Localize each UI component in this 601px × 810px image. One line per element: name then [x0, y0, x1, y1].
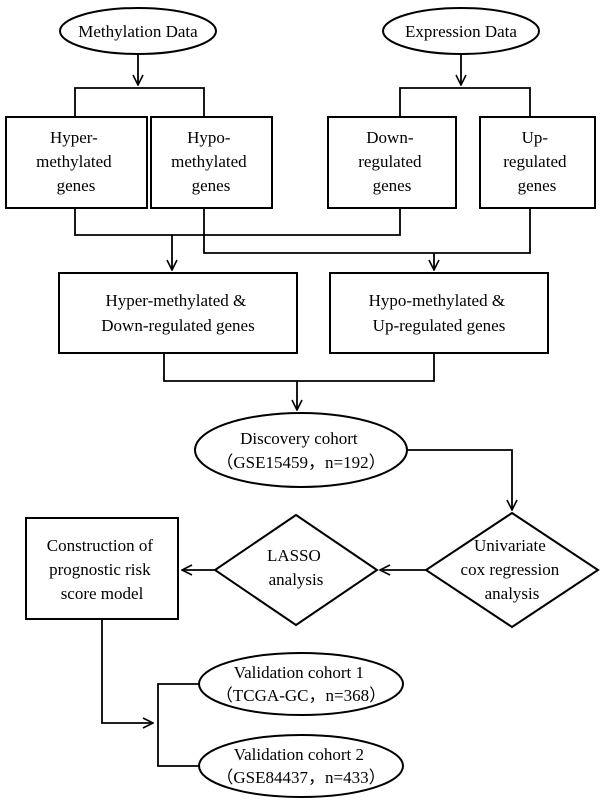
arrow-univariate	[407, 449, 512, 510]
arrow-validation	[101, 619, 153, 723]
svg-text:Validation cohort 2 （GSE: Validation cohort 2 （GSE84437，n=433）	[216, 745, 385, 787]
discovery-cohort-node: Discovery cohort （GSE15459，n=192）	[194, 412, 408, 488]
hyper-methylated-genes-box: Hyper- methylated genes	[5, 116, 148, 209]
svg-text:Univariate cox regressio: Univariate cox regression analysis	[461, 536, 564, 603]
bracket-expression	[399, 87, 531, 117]
methylation-data-label: Methylation Data	[78, 22, 198, 41]
connector-hypo-up	[203, 208, 531, 254]
svg-text:Discovery cohort （GSE154: Discovery cohort （GSE15459，n=192）	[216, 429, 385, 472]
svg-text:Down- regulated ge: Down- regulated genes	[358, 128, 426, 195]
bracket-methylation	[74, 87, 205, 117]
svg-text:Validation cohort 1 （TCG: Validation cohort 1 （TCGA-GC，n=368）	[216, 663, 386, 705]
hyper-down-box: Hyper-methylated & Down-regulated genes	[58, 272, 298, 354]
hypo-methylated-genes-box: Hypo- methylated genes	[150, 116, 273, 209]
univariate-cox-regression-node: Univariate cox regression analysis	[424, 511, 600, 629]
connector-discovery	[163, 353, 435, 382]
svg-text:Up- regulated gene: Up- regulated genes	[503, 128, 571, 195]
svg-text:Hyper-methylated & Down-: Hyper-methylated & Down-regulated genes	[101, 291, 254, 335]
svg-text:Hypo- methylated g: Hypo- methylated genes	[171, 128, 251, 195]
svg-text:Construction of prognost: Construction of prognostic risk score mo…	[47, 536, 158, 603]
expression-data-label: Expression Data	[405, 22, 517, 41]
construction-model-box: Construction of prognostic risk score mo…	[25, 517, 179, 620]
connector-hyper-down	[74, 208, 401, 236]
methylation-data-node: Methylation Data	[59, 7, 217, 55]
up-regulated-genes-box: Up- regulated genes	[479, 116, 596, 209]
validation-cohort-1-node: Validation cohort 1 （TCGA-GC，n=368）	[198, 652, 404, 716]
bracket-validation	[157, 683, 199, 767]
svg-text:Hypo-methylated & Up-reg: Hypo-methylated & Up-regulated genes	[369, 291, 510, 335]
down-regulated-genes-box: Down- regulated genes	[327, 116, 457, 209]
hypo-up-box: Hypo-methylated & Up-regulated genes	[329, 272, 549, 354]
validation-cohort-2-node: Validation cohort 2 （GSE84437，n=433）	[198, 734, 404, 798]
svg-text:LASSO analysis: LASSO analysis	[267, 546, 325, 589]
lasso-analysis-node: LASSO analysis	[213, 513, 379, 627]
expression-data-node: Expression Data	[382, 7, 540, 55]
svg-text:Hyper- methylated: Hyper- methylated genes	[36, 128, 116, 195]
